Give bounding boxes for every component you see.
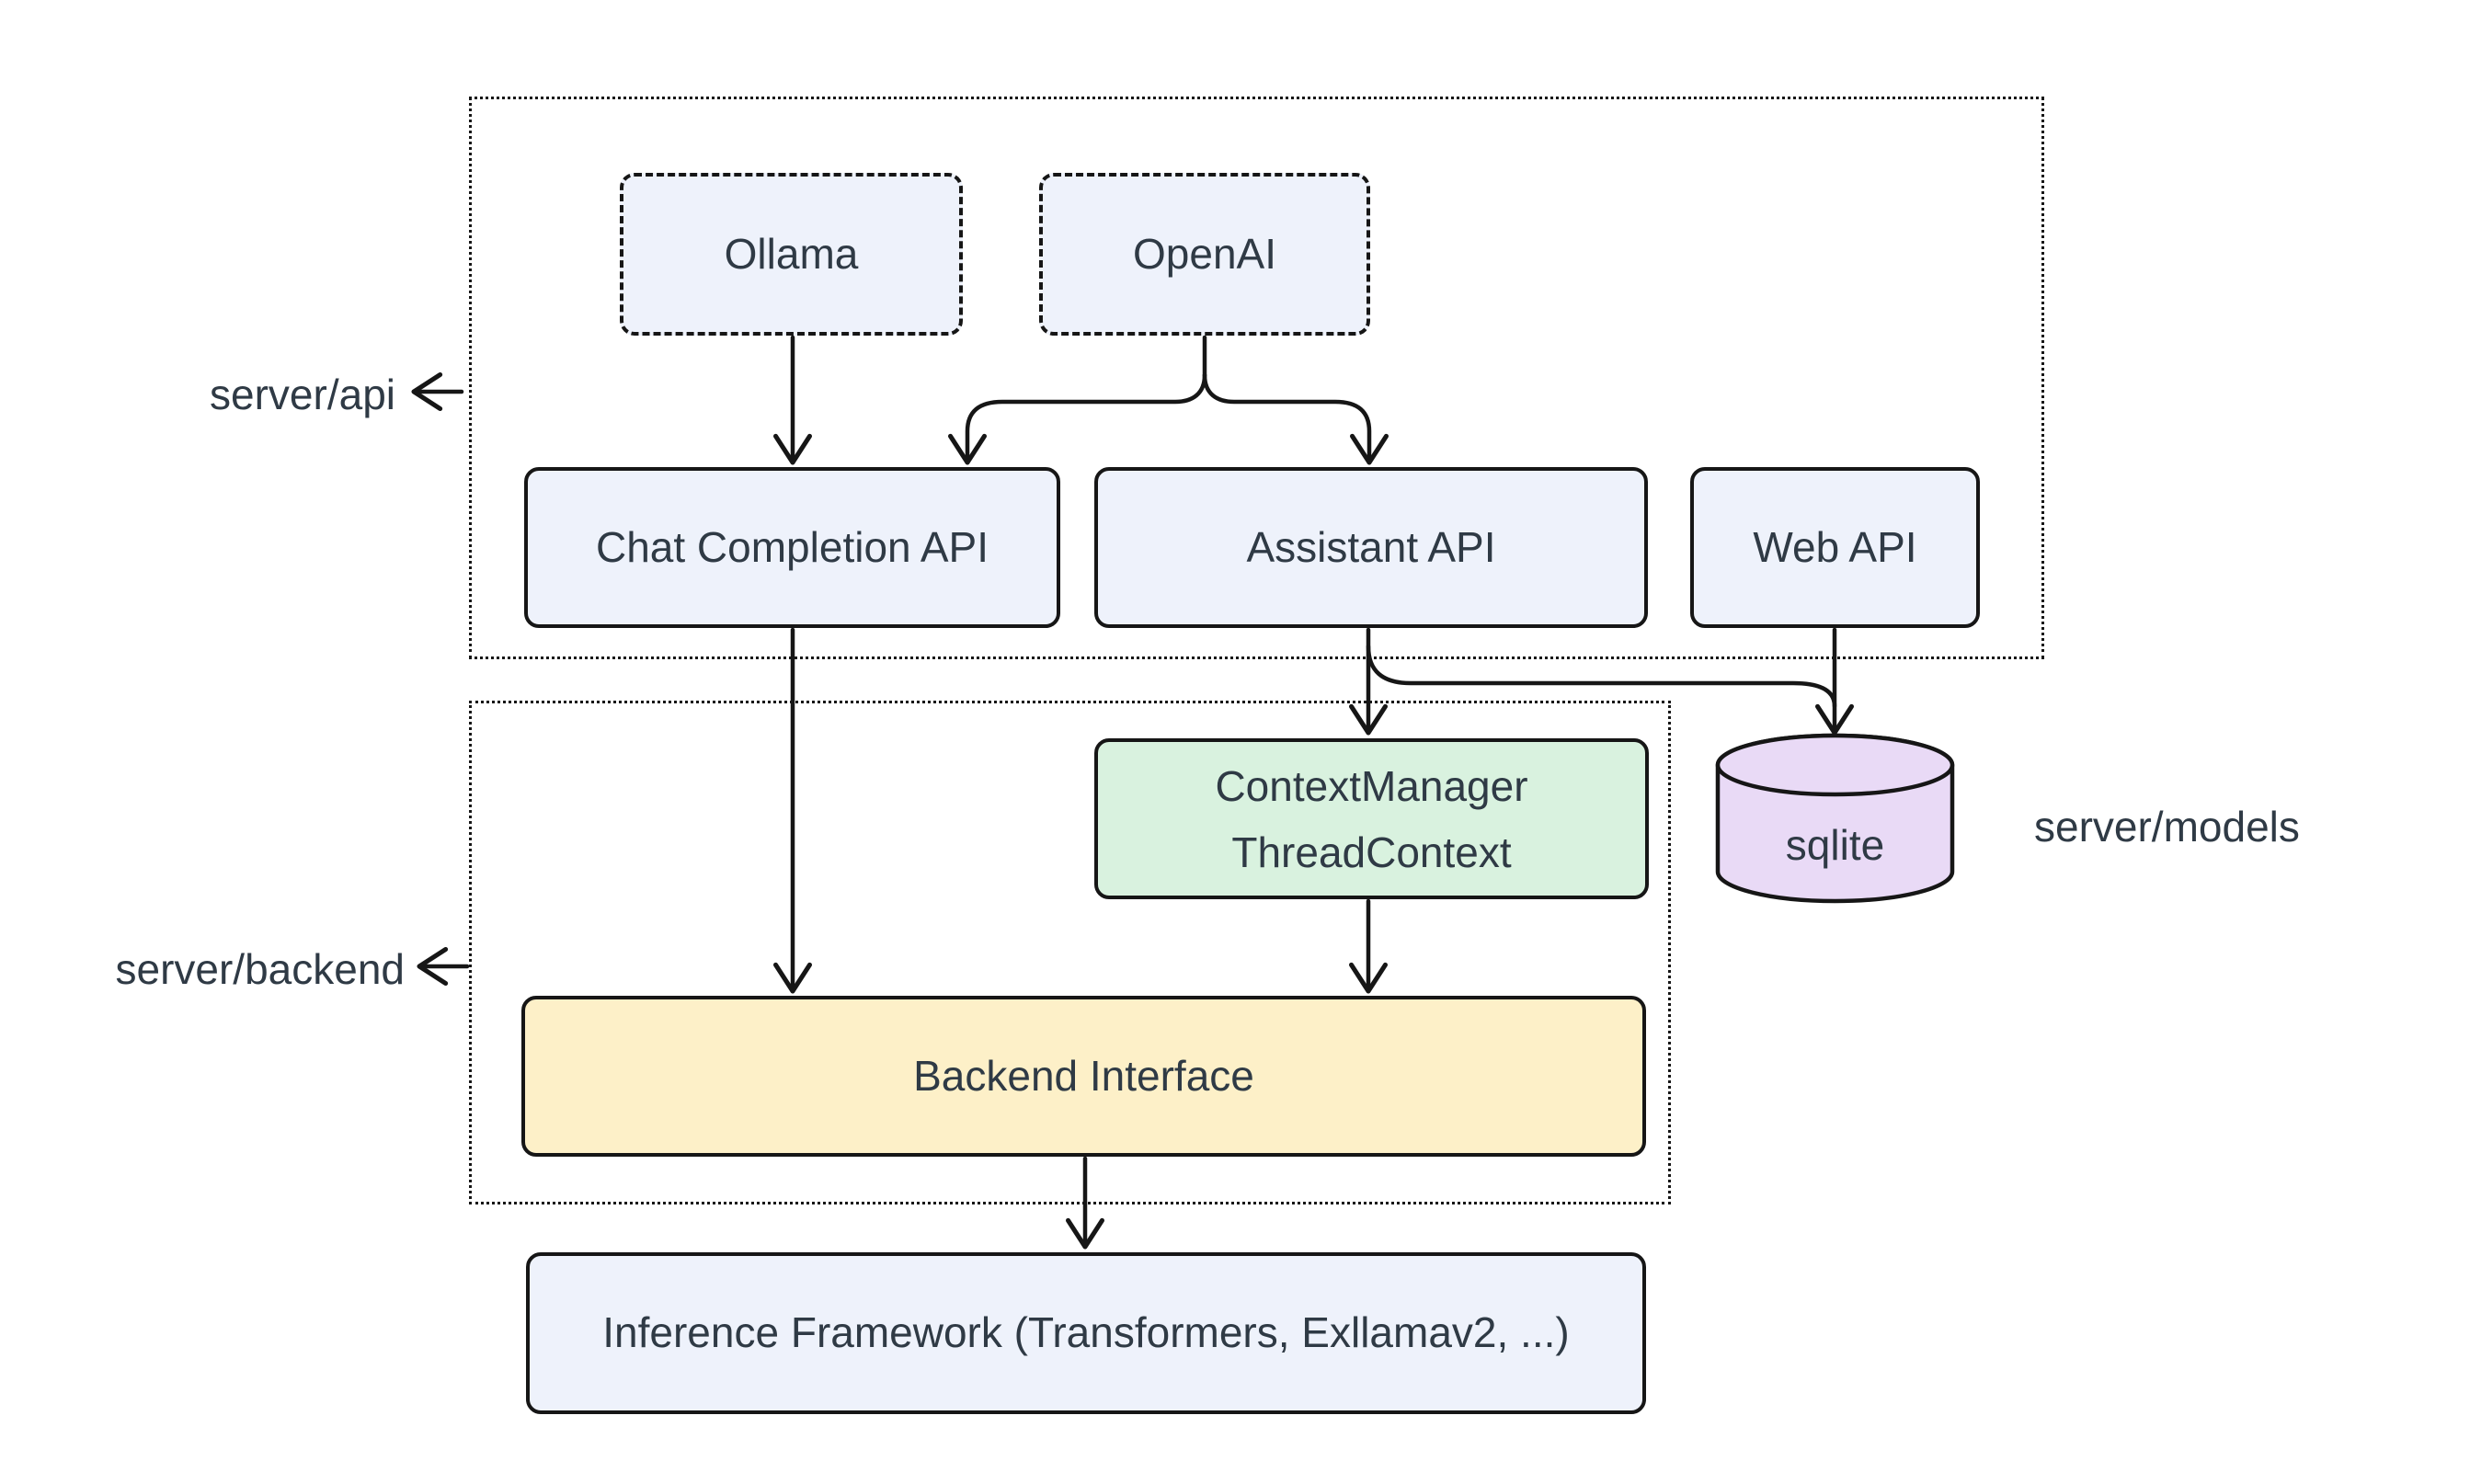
server-models-label: server/models [2034,803,2300,850]
node-sqlite-label: sqlite [1785,821,1885,869]
node-ollama-label: Ollama [724,229,859,278]
node-chat-completion-api: Chat Completion API [524,467,1060,628]
sqlite-cylinder-shape [1715,733,1955,904]
node-inference-framework: Inference Framework (Transformers, Exlla… [526,1252,1646,1414]
server-api-label: server/api [210,371,395,418]
edge-openai-to-assistant [1202,372,1389,465]
node-assistant-api: Assistant API [1094,467,1648,628]
node-web-api: Web API [1690,467,1980,628]
node-chat-completion-api-label: Chat Completion API [595,522,989,571]
context-manager-line1: ContextManager [1215,761,1528,810]
node-openai-label: OpenAI [1133,229,1276,278]
node-ollama: Ollama [620,173,963,336]
node-backend-interface-label: Backend Interface [913,1051,1254,1100]
node-inference-framework-label: Inference Framework (Transformers, Exlla… [602,1308,1570,1357]
server-api-group-border [469,97,2044,659]
edge-assistant-to-sqlite [1366,644,1837,709]
context-manager-line2: ThreadContext [1231,828,1512,876]
node-context-manager: ContextManager ThreadContext [1094,738,1649,899]
node-web-api-label: Web API [1753,522,1917,571]
node-assistant-api-label: Assistant API [1246,522,1496,571]
node-backend-interface: Backend Interface [521,996,1646,1157]
node-context-manager-label: ContextManager ThreadContext [1215,753,1527,885]
node-sqlite: sqlite [1718,813,1952,877]
server-backend-group-border [469,701,1671,1204]
node-openai: OpenAI [1039,173,1370,336]
edge-openai-to-chat-completion [947,372,1207,465]
server-backend-label: server/backend [115,945,406,993]
